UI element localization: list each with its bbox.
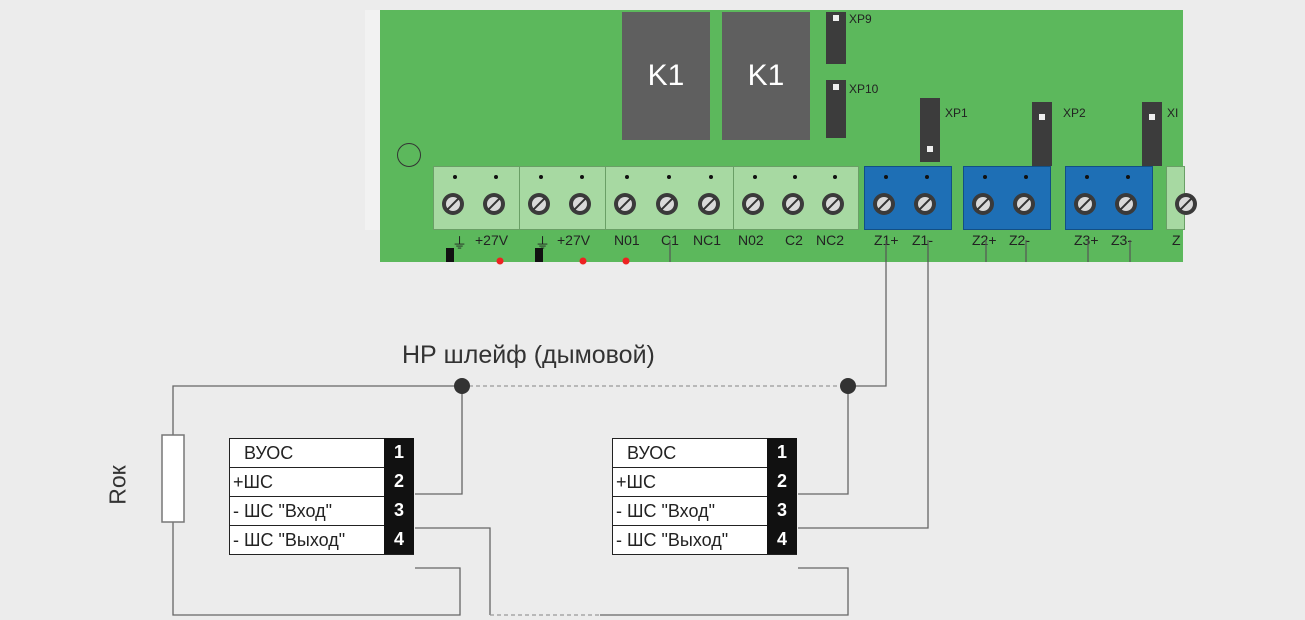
terminal-block-z3 bbox=[1065, 166, 1153, 230]
jumper-label-xp3: XI bbox=[1167, 106, 1179, 120]
terminal-number: 2 bbox=[384, 467, 414, 496]
terminal-row-label: +ШС bbox=[233, 472, 274, 492]
terminal-row-label: - ШС "Вход" bbox=[616, 501, 715, 521]
terminal-number: 1 bbox=[767, 438, 797, 467]
terminal-number: 4 bbox=[384, 525, 414, 554]
jumper-label-xp10: XP10 bbox=[849, 82, 879, 96]
wire-stub-black bbox=[535, 248, 543, 262]
jumper-label-xp2: XP2 bbox=[1063, 106, 1086, 120]
terminal-label: Z3- bbox=[1111, 232, 1132, 248]
terminal-block-relay-1 bbox=[605, 166, 735, 230]
terminal-row: ВУОС 1 bbox=[229, 438, 414, 468]
terminal-row-label: ВУОС bbox=[627, 443, 677, 463]
wire-stub-red bbox=[622, 257, 630, 265]
relay-k1-b: K1 bbox=[722, 12, 810, 140]
terminal-row: - ШС "Вход" 3 bbox=[229, 496, 414, 526]
terminal-number: 2 bbox=[767, 467, 797, 496]
mounting-hole bbox=[397, 143, 421, 167]
terminal-label: Z3+ bbox=[1074, 232, 1099, 248]
terminal-row: - ШС "Вход" 3 bbox=[612, 496, 797, 526]
loop-caption: НР шлейф (дымовой) bbox=[402, 341, 655, 369]
jumper-label-xp9: XP9 bbox=[849, 12, 872, 26]
terminal-label: +27V bbox=[557, 232, 591, 248]
ground-symbol: ⏚ bbox=[535, 235, 551, 252]
terminal-label: Z2+ bbox=[972, 232, 997, 248]
terminal-label: N01 bbox=[614, 232, 640, 248]
wire-stub-black bbox=[446, 248, 454, 262]
terminal-number: 1 bbox=[384, 438, 414, 467]
terminal-row-label: ВУОС bbox=[244, 443, 294, 463]
terminal-label: Z2- bbox=[1009, 232, 1030, 248]
wire-stub-red bbox=[496, 257, 504, 265]
relay-label: K1 bbox=[747, 59, 785, 92]
relay-label: K1 bbox=[647, 59, 685, 92]
terminal-number: 4 bbox=[767, 525, 797, 554]
resistor-rok bbox=[161, 434, 185, 523]
terminal-row: - ШС "Выход" 4 bbox=[612, 525, 797, 555]
jumper-xp2 bbox=[1032, 102, 1052, 166]
junction-dot bbox=[840, 378, 856, 394]
detector-1: ВУОС 1 +ШС 2 - ШС "Вход" 3 - ШС "Выход" 4 bbox=[229, 438, 414, 555]
terminal-row-label: - ШС "Вход" bbox=[233, 501, 332, 521]
jumper-xp10 bbox=[826, 80, 846, 138]
terminal-label: C2 bbox=[785, 232, 803, 248]
terminal-row-label: - ШС "Выход" bbox=[616, 530, 729, 550]
loop-wires bbox=[172, 262, 929, 616]
terminal-label: +27V bbox=[475, 232, 509, 248]
jumper-label-xp1: XP1 bbox=[945, 106, 968, 120]
wire-stub-red bbox=[579, 257, 587, 265]
terminal-row: ВУОС 1 bbox=[612, 438, 797, 468]
jumper-xp3 bbox=[1142, 102, 1162, 166]
terminal-label: NC2 bbox=[816, 232, 845, 248]
jumper-xp1 bbox=[920, 98, 940, 162]
terminal-number: 3 bbox=[767, 496, 797, 525]
ground-symbol: ⏚ bbox=[452, 235, 468, 252]
terminal-row-label: - ШС "Выход" bbox=[233, 530, 346, 550]
terminal-block-z4-partial bbox=[1166, 166, 1197, 230]
terminal-label: N02 bbox=[738, 232, 764, 248]
relay-k1-a: K1 bbox=[622, 12, 710, 140]
terminal-label: Z bbox=[1172, 232, 1181, 248]
terminal-row-label: +ШС bbox=[616, 472, 657, 492]
terminal-row: - ШС "Выход" 4 bbox=[229, 525, 414, 555]
junction-dot bbox=[454, 378, 470, 394]
terminal-row: +ШС 2 bbox=[229, 467, 414, 497]
terminal-block-relay-2 bbox=[733, 166, 859, 230]
terminal-number: 3 bbox=[384, 496, 414, 525]
detector-2: ВУОС 1 +ШС 2 - ШС "Вход" 3 - ШС "Выход" 4 bbox=[612, 438, 797, 555]
terminal-label: NC1 bbox=[693, 232, 722, 248]
terminal-row: +ШС 2 bbox=[612, 467, 797, 497]
terminal-block-z2 bbox=[963, 166, 1051, 230]
terminal-block-z1 bbox=[864, 166, 952, 230]
jumper-xp9 bbox=[826, 12, 846, 64]
resistor-label: Rок bbox=[104, 465, 131, 505]
